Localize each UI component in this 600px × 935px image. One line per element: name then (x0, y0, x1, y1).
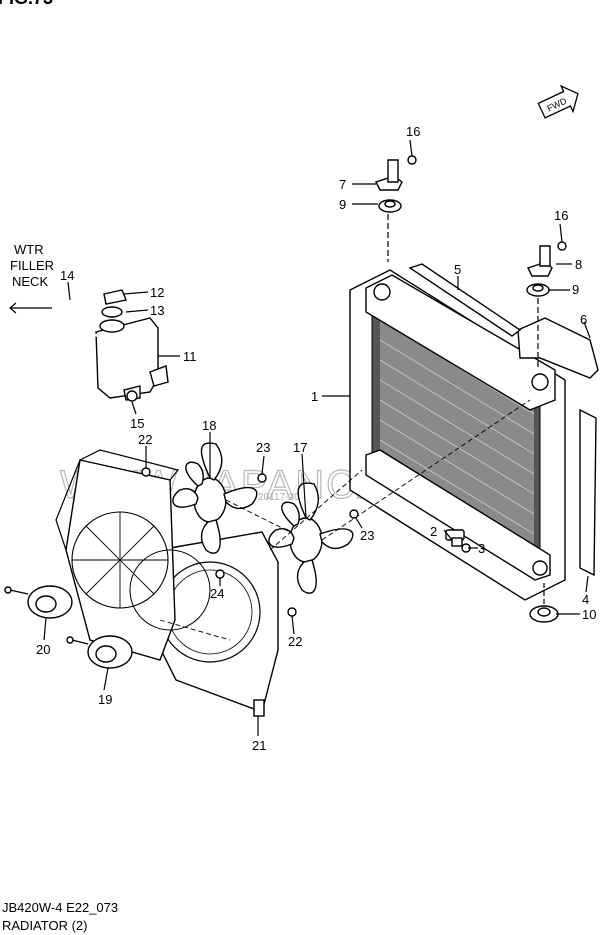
fwd-arrow-icon: FWD (537, 84, 579, 119)
upper-mount-right (526, 241, 567, 370)
filler-note-line-2: FILLER (10, 258, 54, 273)
callout-9-upper: 9 (339, 197, 346, 212)
callout-9-lower: 9 (572, 282, 579, 297)
fan-motor-20 (4, 585, 73, 619)
lower-cushion (529, 580, 559, 623)
callout-7: 7 (339, 177, 346, 192)
assembly-lines (159, 399, 531, 641)
callout-2: 2 (430, 524, 437, 539)
filler-note-line-1: WTR (14, 242, 44, 257)
callout-23-upper: 23 (256, 440, 270, 455)
callout-16-lower: 16 (554, 208, 568, 223)
fan-bracket-frame (55, 449, 211, 661)
callout-18: 18 (202, 418, 216, 433)
callout-4: 4 (582, 592, 589, 607)
callout-20: 20 (36, 642, 50, 657)
reservoir-tank (54, 279, 169, 402)
callout-numbers: 16 7 9 16 8 9 5 6 1 4 10 12 13 11 14 15 … (36, 124, 596, 753)
figure-title: FIG.73 (0, 0, 53, 8)
fan-shroud (159, 531, 279, 717)
callout-24: 24 (210, 586, 224, 601)
callout-10: 10 (582, 607, 596, 622)
upper-mount-left (375, 155, 417, 262)
callout-17: 17 (293, 440, 307, 455)
fan-motor-19 (66, 635, 133, 669)
fasteners (141, 467, 471, 617)
filler-neck-note: WTR FILLER NECK (9, 242, 54, 314)
callout-21: 21 (252, 738, 266, 753)
footer-title: RADIATOR (2) (2, 918, 87, 933)
callout-1: 1 (311, 389, 318, 404)
fan-blade-18 (172, 442, 258, 554)
callout-12: 12 (150, 285, 164, 300)
filler-note-line-3: NECK (12, 274, 48, 289)
callout-5: 5 (454, 262, 461, 277)
radiator-core (349, 263, 599, 601)
callout-3: 3 (478, 541, 485, 556)
callout-15: 15 (130, 416, 144, 431)
callout-22-lower: 22 (288, 634, 302, 649)
callout-8: 8 (575, 257, 582, 272)
callout-23-lower: 23 (360, 528, 374, 543)
callout-22-upper: 22 (138, 432, 152, 447)
callout-13: 13 (150, 303, 164, 318)
callout-11: 11 (183, 349, 197, 364)
leader-lines (43, 139, 591, 736)
footer-code: JB420W-4 E22_073 (2, 900, 118, 915)
small-mark: 20117-2016 (258, 492, 311, 503)
callout-19: 19 (98, 692, 112, 707)
callout-14: 14 (60, 268, 74, 283)
callout-16-upper: 16 (406, 124, 420, 139)
fan-blade-17 (268, 482, 354, 594)
callout-6: 6 (580, 312, 587, 327)
